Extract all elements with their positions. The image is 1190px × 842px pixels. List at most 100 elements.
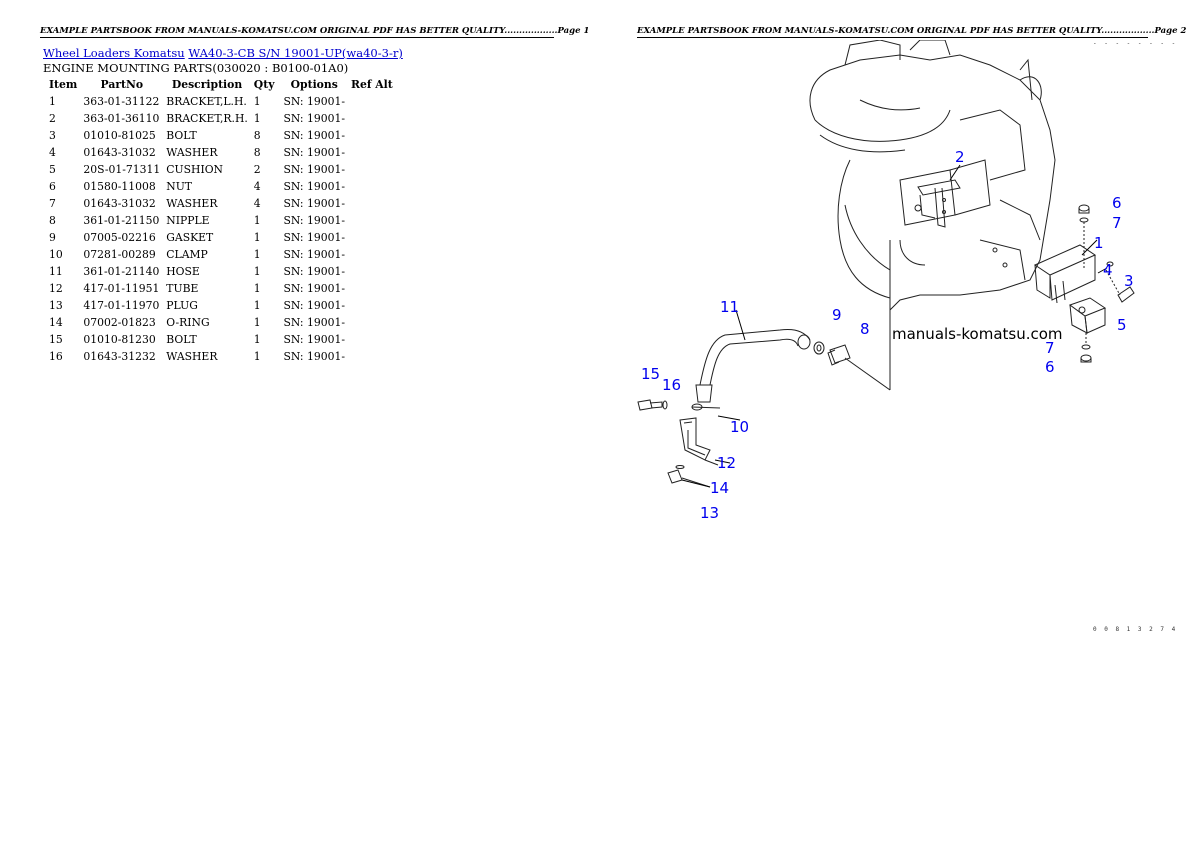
clamp-part	[691, 403, 721, 411]
cell-partno: 361-01-21150	[83, 214, 160, 227]
cell-qty: 4	[253, 180, 261, 193]
cell-qty: 2	[253, 163, 261, 176]
cell-options: SN: 19001-	[283, 146, 345, 159]
cell-partno: 361-01-21140	[83, 265, 160, 278]
cell-description: O-RING	[166, 316, 210, 329]
cell-options: SN: 19001-	[283, 316, 345, 329]
callout-11: 11	[720, 298, 739, 316]
callout-4: 4	[1103, 261, 1113, 279]
cell-refalt	[348, 127, 396, 144]
cell-item: 14	[49, 316, 63, 329]
cell-options: SN: 19001-	[283, 282, 345, 295]
cell-partno: 01010-81025	[83, 129, 156, 142]
cell-partno: 01643-31232	[83, 350, 156, 363]
cell-description: WASHER	[166, 197, 218, 210]
table-header-row: Item PartNo Description Qty Options Ref …	[43, 76, 396, 93]
callout-16: 16	[662, 376, 681, 394]
cell-item: 8	[49, 214, 56, 227]
cell-options: SN: 19001-	[283, 265, 345, 278]
cell-qty: 1	[253, 316, 261, 329]
callout-14: 14	[710, 479, 729, 497]
cell-description: CLAMP	[166, 248, 208, 261]
cell-partno: 07005-02216	[83, 231, 156, 244]
cell-description: BRACKET,R.H.	[166, 112, 248, 125]
cell-options: SN: 19001-	[283, 180, 345, 193]
cell-item: 3	[49, 129, 56, 142]
cell-item: 9	[49, 231, 56, 244]
col-header-item: Item	[49, 78, 78, 91]
cell-description: BOLT	[166, 129, 197, 142]
cell-description: HOSE	[166, 265, 200, 278]
diagram-code-bottom: 0 0 8 1 3 2 7 4	[1093, 626, 1178, 633]
bracket-lh-part	[1033, 244, 1107, 334]
cell-options: SN: 19001-	[283, 248, 345, 261]
callout-13: 13	[700, 504, 719, 522]
parts-table: Item PartNo Description Qty Options Ref …	[43, 76, 396, 365]
callout-leaders	[681, 164, 1108, 488]
page-header-right: EXAMPLE PARTSBOOK FROM MANUALS-KOMATSU.C…	[637, 26, 1187, 38]
cell-options: SN: 19001-	[283, 95, 345, 108]
cell-qty: 1	[253, 282, 261, 295]
cell-partno: 363-01-31122	[83, 95, 160, 108]
cell-description: GASKET	[166, 231, 214, 244]
watermark: manuals-komatsu.com	[892, 325, 1063, 343]
cell-qty: 1	[253, 248, 261, 261]
breadcrumb-link-model[interactable]: WA40-3-CB S/N 19001-UP(wa40-3-r)	[188, 46, 403, 60]
callout-6-bottom: 6	[1045, 358, 1055, 376]
callout-1: 1	[1094, 234, 1104, 252]
cell-qty: 1	[253, 299, 261, 312]
cell-item: 15	[49, 333, 63, 346]
col-header-qty: Qty	[253, 78, 275, 91]
bolt-washer-part	[637, 399, 668, 411]
cell-refalt	[348, 246, 396, 263]
callout-5: 5	[1117, 316, 1127, 334]
cell-item: 12	[49, 282, 63, 295]
cell-refalt	[348, 229, 396, 246]
callout-2: 2	[955, 148, 965, 166]
cell-options: SN: 19001-	[283, 350, 345, 363]
cell-qty: 1	[253, 112, 261, 125]
page-header-left: EXAMPLE PARTSBOOK FROM MANUALS-KOMATSU.C…	[40, 26, 590, 38]
cell-partno: 01010-81230	[83, 333, 156, 346]
cell-qty: 4	[253, 197, 261, 210]
col-header-refalt: Ref Alt	[351, 78, 393, 91]
breadcrumb-link-category[interactable]: Wheel Loaders Komatsu	[43, 46, 185, 60]
cell-refalt	[348, 280, 396, 297]
hardware-right	[1078, 204, 1135, 363]
cell-refalt	[348, 212, 396, 229]
section-title: ENGINE MOUNTING PARTS(030020 : B0100-01A…	[43, 61, 349, 75]
tube-part	[679, 417, 719, 466]
cell-item: 2	[49, 112, 56, 125]
cell-refalt	[348, 93, 396, 110]
cell-item: 5	[49, 163, 56, 176]
cell-qty: 1	[253, 333, 261, 346]
callout-7-top: 7	[1112, 214, 1122, 232]
callout-numbers: 2 1 4 3 5 6 7 7 6 8 9 10 11 12 13 14 15 …	[641, 148, 1134, 522]
cell-partno: 417-01-11970	[83, 299, 160, 312]
cell-options: SN: 19001-	[283, 214, 345, 227]
cell-refalt	[348, 297, 396, 314]
col-header-description: Description	[171, 78, 243, 91]
callout-12: 12	[717, 454, 736, 472]
cell-partno: 01580-11008	[83, 180, 156, 193]
leader-line-nipple	[844, 357, 891, 391]
cell-qty: 1	[253, 265, 261, 278]
cell-description: PLUG	[166, 299, 198, 312]
breadcrumb: Wheel Loaders Komatsu WA40-3-CB S/N 1900…	[43, 46, 403, 60]
cell-refalt	[348, 161, 396, 178]
cell-partno: 417-01-11951	[83, 282, 160, 295]
cell-refalt	[348, 144, 396, 161]
cell-partno: 363-01-36110	[83, 112, 160, 125]
cell-refalt	[348, 314, 396, 331]
